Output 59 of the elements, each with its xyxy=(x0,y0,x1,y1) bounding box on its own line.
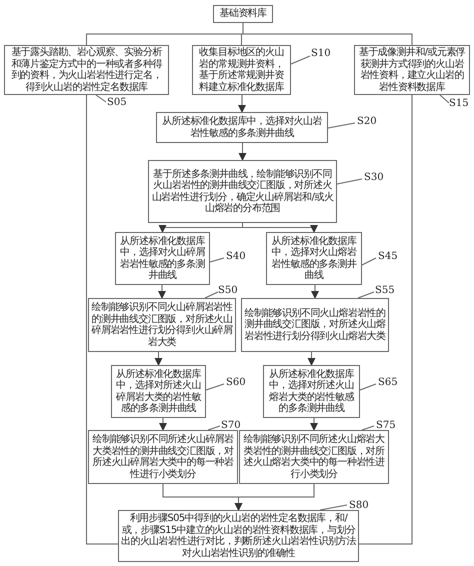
connector-arrow xyxy=(158,222,243,233)
step-label: S15 xyxy=(449,98,469,110)
connector-arrow xyxy=(159,418,167,431)
step-text: 从所述标准化数据库中，选择对所述火山碎屑岩大类的岩性敏感的多条测井曲线 xyxy=(115,368,202,414)
step-label: S20 xyxy=(357,116,377,128)
leader-line xyxy=(358,292,374,298)
step-text: 绘制能够识别不同所述火山碎屑岩大类岩性的测井曲线交汇图版，对所述火山碎屑岩大类中的每一种岩性进行小类划分 xyxy=(91,434,234,480)
connector-arrow xyxy=(238,142,246,161)
step-label: S75 xyxy=(376,420,396,432)
step-text: 基于成像测井和/或元素俘获测井方式得到的火山岩岩性资料，建立火山岩的岩性资料数据库 xyxy=(358,47,466,93)
leader-line xyxy=(362,426,374,430)
connector-arrow xyxy=(238,94,246,113)
leader-line xyxy=(362,258,376,266)
step-text: 绘制能够识别不同所述火山熔岩大类岩性的测井曲线交汇图版，对所述火山熔岩大类中的每一种岩性进行小类划分 xyxy=(242,434,386,480)
connector-arrow xyxy=(158,284,166,299)
step-label: S55 xyxy=(375,285,395,297)
step-label: S40 xyxy=(226,251,246,263)
leader-line xyxy=(208,426,220,430)
step-text: 从所述标准化数据库中，选择对火山熔岩岩性敏感的多条测井曲线 xyxy=(270,236,358,282)
process-box xyxy=(241,298,389,352)
process-box xyxy=(213,5,273,23)
connector-arrow xyxy=(310,418,318,431)
step-label: S70 xyxy=(221,420,241,432)
step-label: S45 xyxy=(378,251,398,263)
step-label: S10 xyxy=(311,48,331,60)
step-text: 从所述标准化数据库中，选择对火山碎屑岩岩性敏感的多条测井曲线 xyxy=(119,236,206,282)
leader-line xyxy=(96,94,106,102)
process-box xyxy=(156,112,328,143)
step-text: 绘制能够识别不同火山碎屑岩岩性的测井曲线交汇图版，对所述火山碎屑岩岩性进行划分得到火山碎屑岩大类 xyxy=(91,302,233,348)
connector-arrow xyxy=(154,352,162,366)
leader-line xyxy=(290,56,310,64)
connector-arrow xyxy=(234,484,314,511)
connector-arrow xyxy=(308,352,316,366)
leader-line xyxy=(204,292,218,298)
step-text: 绘制能够识别不同火山熔岩岩性的测井曲线交汇图版，对所述火山熔岩岩性进行划分得到火山熔岩大类 xyxy=(244,308,386,342)
step-text: 从所述标准化数据库中，选择对火山岩岩性敏感的多条测井曲线 xyxy=(161,116,323,139)
step-text: 基于露头踏勘、岩心观察、实验分析和薄片鉴定方式中的一种或者多种得到的资料，为火山岩岩性进行定名，得到火山岩的岩性定名数据库 xyxy=(10,47,164,93)
process-box xyxy=(148,160,337,223)
step-label: S80 xyxy=(349,500,369,512)
step-label: S30 xyxy=(364,172,384,184)
step-text: 从所述标准化数据库中，选择对所述火山熔岩大类的岩性敏感的多条测井曲线 xyxy=(268,368,356,414)
connector-arrow xyxy=(311,284,319,299)
leader-line xyxy=(336,178,362,184)
leader-line xyxy=(320,504,348,510)
leader-line xyxy=(210,258,224,262)
step-text: 基于所述多条测井曲线，绘制能够识别不同火山岩岩性的测井曲线交汇图版，对所述火山岩岩性进行划分，确定火山碎屑岩和/或火山熔岩的分布范围 xyxy=(151,168,334,214)
leader-line xyxy=(206,384,224,390)
step-label: S05 xyxy=(107,97,127,109)
leader-line xyxy=(328,122,356,128)
step-text: 利用步骤S05中得到的火山岩的岩性定名数据库，和/或，步骤S15中建立的火山岩的岩性资料数据库，与划分出的火山岩岩性进行对比，判断所述火山岩岩性识别方法对火山岩岩性识别的准确性 xyxy=(121,513,356,559)
step-label: S60 xyxy=(226,377,246,389)
step-text: 收集目标地区的火山岩的常规测井资料，基于所述常规测井资料建立标准化数据库 xyxy=(198,47,286,93)
connector-arrow xyxy=(242,222,318,233)
process-box xyxy=(192,45,291,95)
step-label: S50 xyxy=(218,285,238,297)
step-text: 基础资料库 xyxy=(219,8,266,20)
step-label: S65 xyxy=(378,377,398,389)
leader-line xyxy=(440,94,450,104)
leader-line xyxy=(360,384,376,390)
